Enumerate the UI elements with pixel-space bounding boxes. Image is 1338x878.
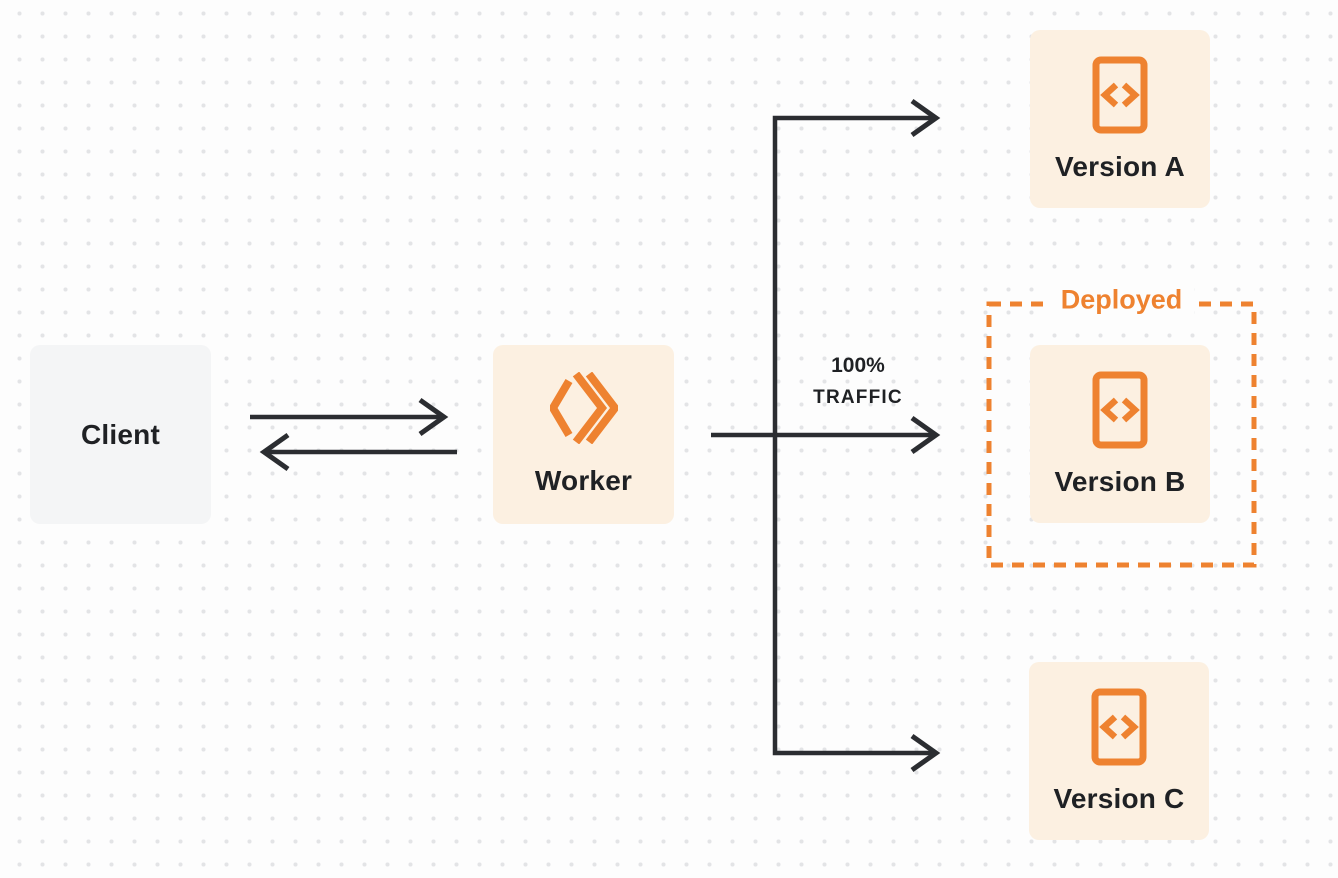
- code-file-icon: [1092, 56, 1148, 139]
- code-file-icon: [1091, 688, 1147, 771]
- version-b-label: Version B: [1054, 465, 1186, 497]
- version-b-node: Version B: [1030, 345, 1210, 523]
- version-a-label: Version A: [1055, 150, 1185, 182]
- worker-node: Worker: [493, 345, 674, 524]
- version-c-label: Version C: [1053, 782, 1185, 814]
- deployed-label: Deployed: [1048, 284, 1195, 316]
- client-label: Client: [81, 418, 160, 450]
- worker-label: Worker: [534, 465, 633, 496]
- cloudflare-workers-logo-icon: [547, 371, 620, 449]
- traffic-annotation: 100% TRAFFIC: [813, 350, 903, 414]
- deployed-dashed-border: [986, 301, 1257, 568]
- code-file-icon: [1092, 371, 1148, 454]
- version-c-node: Version C: [1029, 662, 1209, 840]
- version-a-node: Version A: [1030, 30, 1210, 208]
- arrow-worker-to-version-c: [772, 435, 941, 773]
- traffic-percent: 100%: [831, 354, 885, 377]
- traffic-word: TRAFFIC: [813, 387, 903, 408]
- deployed-group: Deployed: [986, 284, 1257, 568]
- client-node: Client: [30, 345, 211, 524]
